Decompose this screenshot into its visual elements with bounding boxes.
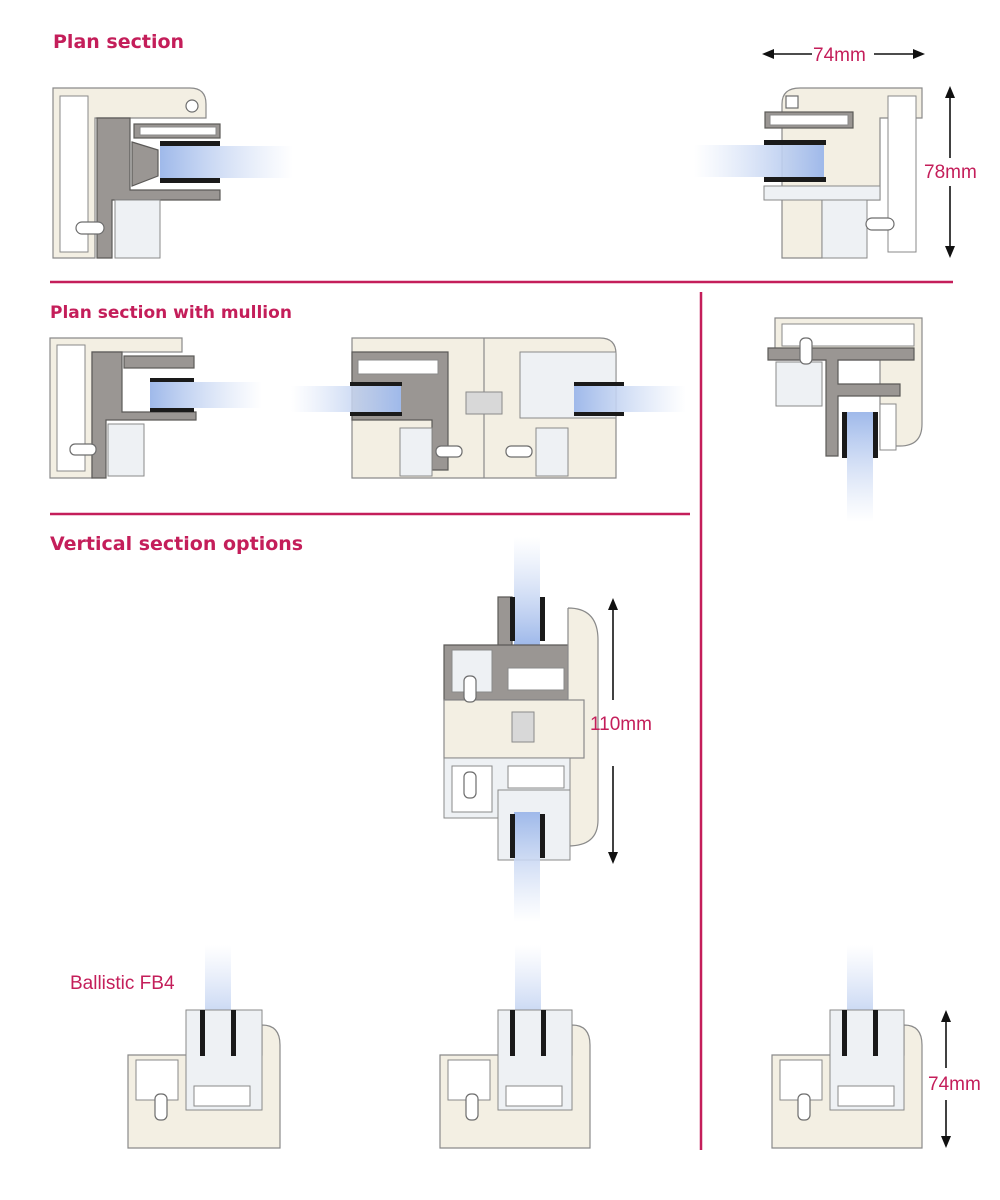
plan-section-left-profile <box>52 87 293 259</box>
heading-vertical-section-options: Vertical section options <box>50 533 303 555</box>
dimension-label-74mm-top: 74mm <box>813 45 866 66</box>
plan-section-right-profile <box>694 87 923 259</box>
dimension-width-top: 74mm <box>762 45 925 66</box>
bottom-profile-ballistic <box>127 945 281 1149</box>
dimension-height-right: 78mm <box>924 86 977 258</box>
bottom-profile-right <box>771 945 923 1149</box>
heading-plan-section-mullion: Plan section with mullion <box>50 303 292 323</box>
bottom-profile-standard <box>439 945 591 1149</box>
dimension-bottom-right-height: 74mm <box>928 1010 981 1148</box>
corner-profile <box>767 317 923 522</box>
dimension-mullion-height: 110mm <box>590 598 652 864</box>
heading-plan-section: Plan section <box>53 31 184 53</box>
label-ballistic-fb4: Ballistic FB4 <box>70 973 175 994</box>
mullion-center-profile <box>291 337 686 479</box>
dimension-label-110mm: 110mm <box>590 714 652 735</box>
vertical-mullion-assembly <box>443 537 599 922</box>
dimension-label-74mm-bottom: 74mm <box>928 1074 981 1095</box>
mullion-left-profile <box>49 337 262 479</box>
dimension-label-78mm: 78mm <box>924 162 977 183</box>
